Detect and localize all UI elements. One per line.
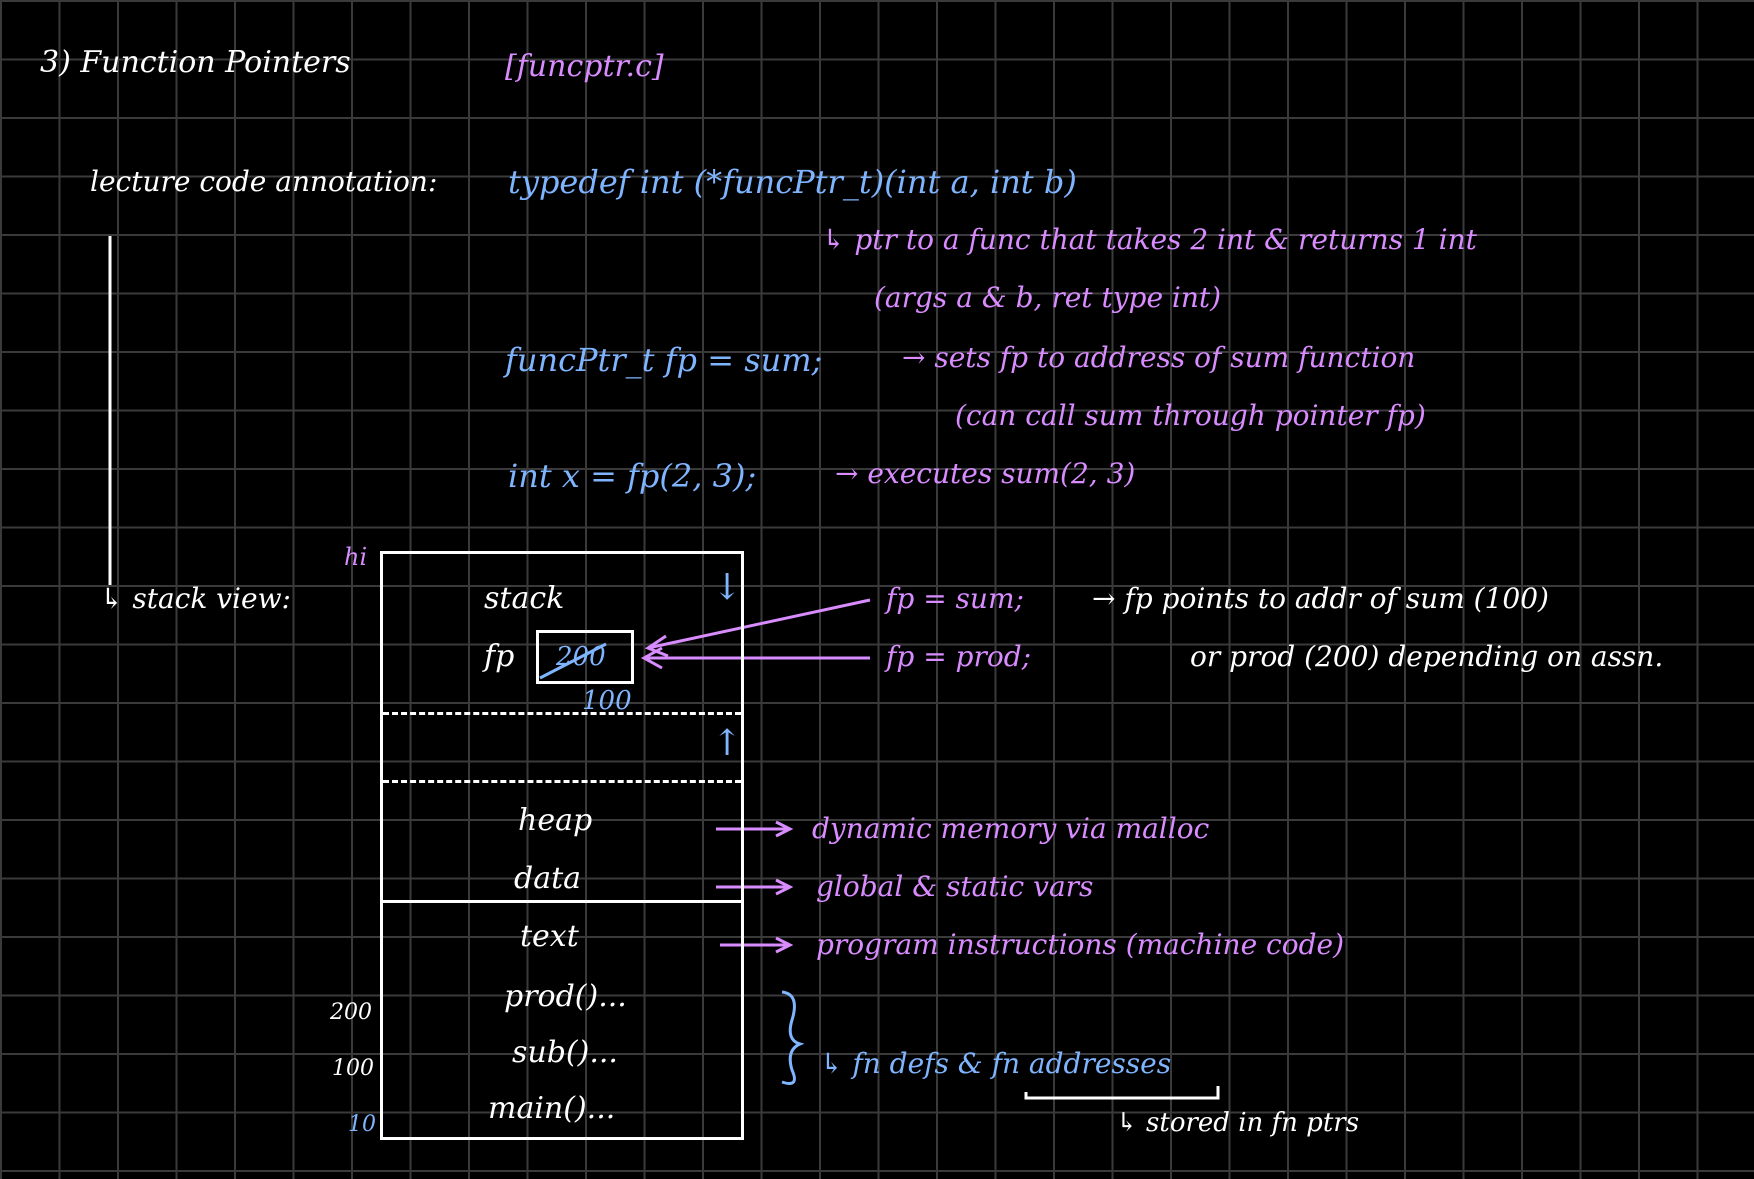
arrow-fp-sum-head: [644, 634, 669, 658]
heap-label: heap: [518, 803, 593, 838]
data-label: data: [514, 861, 582, 896]
arrow-fp-prod-head: [640, 646, 663, 670]
heap-note: dynamic memory via malloc: [812, 812, 1210, 845]
fp-value-box: [536, 630, 634, 684]
arrow-text-head: [775, 936, 794, 954]
fp-explain-2: or prod (200) depending on assn.: [1190, 640, 1664, 673]
up-arrow-icon: ↑: [712, 723, 743, 764]
memory-layout-box: [380, 551, 744, 1140]
heap-boundary-dashed: [383, 780, 741, 783]
strike-200: [539, 642, 607, 680]
addr-200-label: 200: [330, 1000, 372, 1025]
text-boundary-line: [383, 900, 741, 903]
typedef-note-1: ↳ ptr to a func that takes 2 int & retur…: [822, 223, 1477, 256]
arrow-heap-head: [775, 820, 794, 838]
stack-label: stack: [484, 581, 565, 616]
fp-explain-1: → fp points to addr of sum (100): [1092, 582, 1549, 615]
down-arrow-icon: ↓: [712, 567, 743, 608]
fp-sum-note: fp = sum;: [886, 582, 1024, 615]
stored-note: ↳ stored in fn ptrs: [1116, 1108, 1360, 1138]
prod-entry: prod()...: [504, 979, 627, 1014]
main-entry: main()...: [488, 1091, 616, 1126]
fp-old-value: 200: [556, 642, 606, 672]
text-label: text: [520, 919, 579, 954]
stack-boundary-dashed: [383, 712, 741, 715]
arrow-data-head: [775, 878, 794, 896]
call-line: int x = fp(2, 3);: [508, 457, 757, 495]
page-title: 3) Function Pointers: [40, 45, 351, 80]
sub-entry: sub()...: [512, 1035, 618, 1070]
annotation-label: lecture code annotation:: [90, 165, 438, 198]
filename-label: [funcptr.c]: [505, 49, 664, 84]
fp-label: fp: [484, 639, 515, 674]
assign-note-1: → sets fp to address of sum function: [902, 341, 1416, 374]
assign-line: funcPtr_t fp = sum;: [505, 341, 823, 379]
arrow-fp-sum: [647, 598, 871, 650]
typedef-line: typedef int (*funcPtr_t)(int a, int b): [508, 163, 1077, 201]
addr-10-label: 10: [348, 1112, 376, 1137]
fn-defs-note: ↳ fn defs & fn addresses: [820, 1047, 1172, 1080]
fp-prod-note: fp = prod;: [886, 640, 1032, 673]
hi-label: hi: [344, 543, 368, 571]
fn-defs-brace: [781, 990, 805, 1085]
call-note: → executes sum(2, 3): [835, 457, 1136, 490]
typedef-note-2: (args a & b, ret type int): [874, 281, 1222, 314]
addr-100-label: 100: [332, 1056, 374, 1081]
assign-note-2: (can call sum through pointer fp): [955, 399, 1426, 432]
stack-view-label: ↳ stack view:: [100, 582, 291, 615]
fp-new-value: 100: [582, 686, 632, 716]
fn-addresses-underline: [1024, 1086, 1220, 1100]
text-note: program instructions (machine code): [816, 928, 1344, 961]
data-note: global & static vars: [816, 870, 1094, 903]
